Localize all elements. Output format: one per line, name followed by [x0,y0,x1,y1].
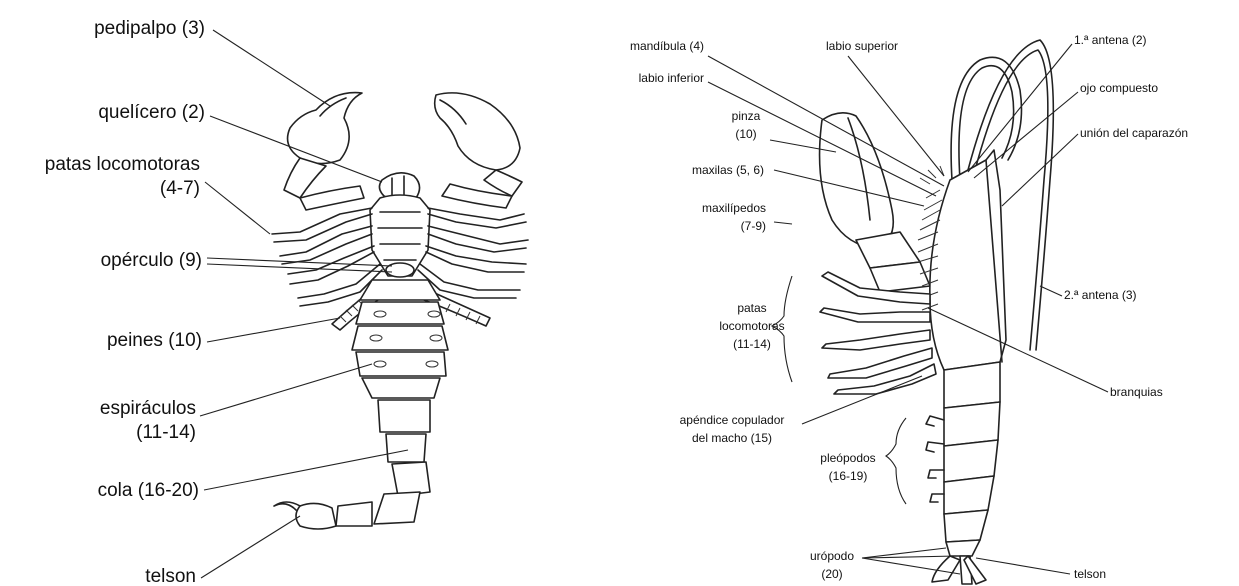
label-pinza-number: (10) [735,127,756,141]
label-uropodo-number: (20) [821,567,842,581]
label-union-caparazon: unión del caparazón [1080,126,1188,140]
scorpion-drawing [272,93,528,529]
label-telson-scorpion: telson [145,566,196,586]
scorpion-operculum [386,263,414,277]
label-branquias: branquias [1110,385,1163,399]
crayfish-labels: mandíbula (4) labio superior 1.ª antena … [630,33,1188,581]
scorpion-metasoma [274,400,430,529]
label-apendice-copulador: apéndice copulador [680,413,785,427]
crayfish-walking-legs [820,272,936,394]
label-maxilipedos: maxilípedos [702,201,766,215]
label-telson-crayfish: telson [1074,567,1106,581]
label-pinza: pinza [732,109,761,123]
label-labio-superior: labio superior [826,39,898,53]
label-peines: peines (10) [107,330,202,351]
label-antena-2: 2.ª antena (3) [1064,288,1137,302]
crayfish-pleopods [926,416,944,502]
label-cola: cola (16-20) [98,480,199,501]
label-ojo-compuesto: ojo compuesto [1080,81,1158,95]
scorpion-pedipalp-left [284,93,364,210]
label-quelicero: quelícero (2) [98,102,205,123]
scorpion-mesosoma [352,280,448,398]
label-espiraculos: espiráculos [100,398,196,419]
label-antena-1: 1.ª antena (2) [1074,33,1147,47]
label-maxilas: maxilas (5, 6) [692,163,764,177]
label-maxilipedos-range: (7-9) [741,219,766,233]
label-operculo: opérculo (9) [101,250,202,271]
scorpion-labels: pedipalpo (3) quelícero (2) patas locomo… [45,18,205,586]
label-pleopodos: pleópodos [820,451,875,465]
label-labio-inferior: labio inferior [639,71,704,85]
crayfish-claw [820,113,894,248]
label-apendice-macho: del macho (15) [692,431,772,445]
label-patas-range: (11-14) [733,337,771,351]
label-pleopodos-range: (16-19) [829,469,868,483]
label-mandibula: mandíbula (4) [630,39,704,53]
label-pedipalpo: pedipalpo (3) [94,18,205,39]
label-locomotoras: locomotoras [719,319,784,333]
label-patas: patas [737,301,766,315]
crayfish-tail-fan [932,556,986,584]
label-uropodo: urópodo [810,549,854,563]
crayfish-abdomen [944,362,1000,556]
label-patas-locomotoras: patas locomotoras [45,154,200,175]
label-espiraculos-range: (11-14) [136,422,196,443]
scorpion-pedipalp-right [435,93,522,208]
label-patas-locomotoras-range: (4-7) [160,178,200,199]
scorpion-legs-right [418,208,528,298]
